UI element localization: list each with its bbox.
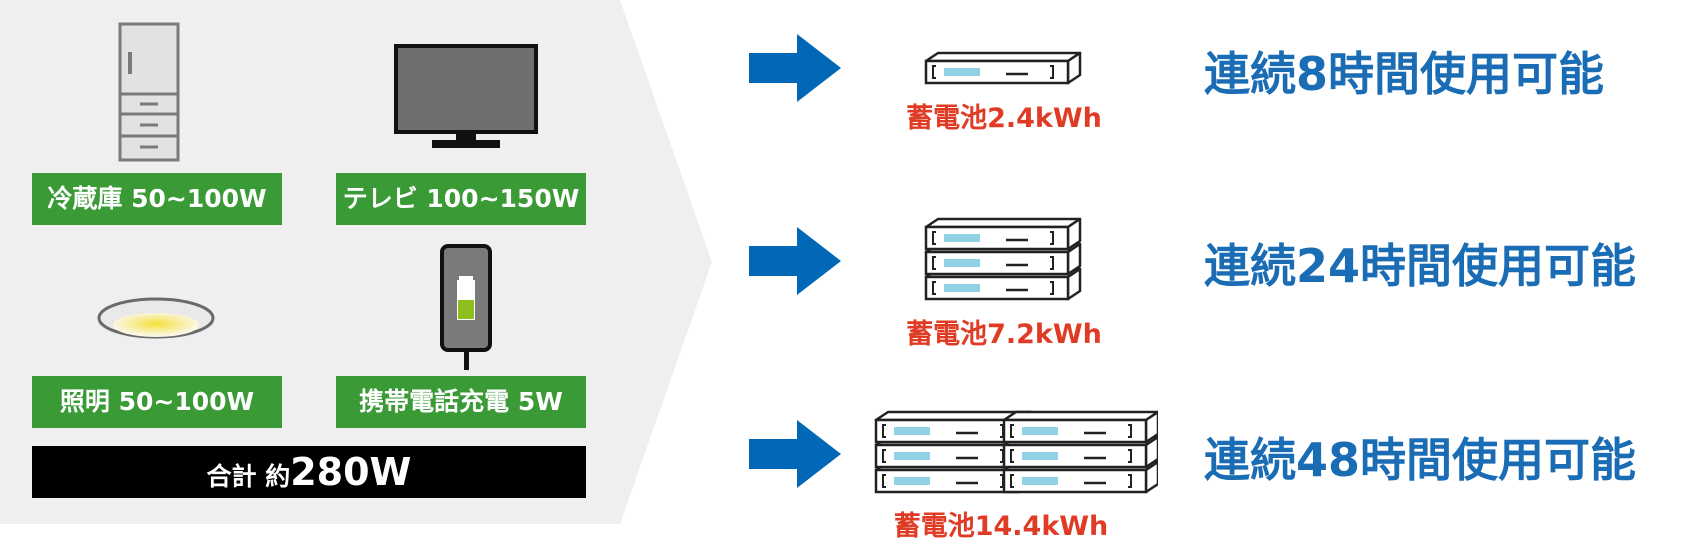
smartphone-charging-icon (440, 244, 492, 370)
appliance-label-phone-charging: 携帯電話充電 5W (336, 376, 586, 428)
appliance-label-lighting: 照明 50~100W (32, 376, 282, 428)
usage-duration-label: 連続48時間使用可能 (1204, 433, 1637, 487)
battery-stack-icon (874, 410, 1158, 494)
arrow-right-icon (749, 34, 841, 102)
battery-capacity-label: 蓄電池2.4kWh (906, 103, 1102, 134)
refrigerator-icon (118, 22, 180, 162)
television-icon (394, 44, 538, 148)
battery-capacity-label: 蓄電池7.2kWh (906, 319, 1102, 350)
battery-stack-icon (924, 217, 1082, 301)
arrow-right-icon (749, 420, 841, 488)
appliance-label-television: テレビ 100~150W (336, 173, 586, 225)
total-value: 280W (290, 450, 412, 494)
total-prefix: 合計 約 (206, 462, 291, 491)
battery-stack-icon (924, 51, 1082, 85)
ceiling-light-icon (97, 297, 215, 339)
usage-duration-label: 連続24時間使用可能 (1204, 239, 1637, 293)
battery-capacity-label: 蓄電池14.4kWh (893, 511, 1109, 542)
appliance-label-refrigerator: 冷蔵庫 50~100W (32, 173, 282, 225)
arrow-right-icon (749, 227, 841, 295)
total-power-bar: 合計 約280W (32, 446, 586, 498)
usage-duration-label: 連続8時間使用可能 (1204, 47, 1605, 101)
